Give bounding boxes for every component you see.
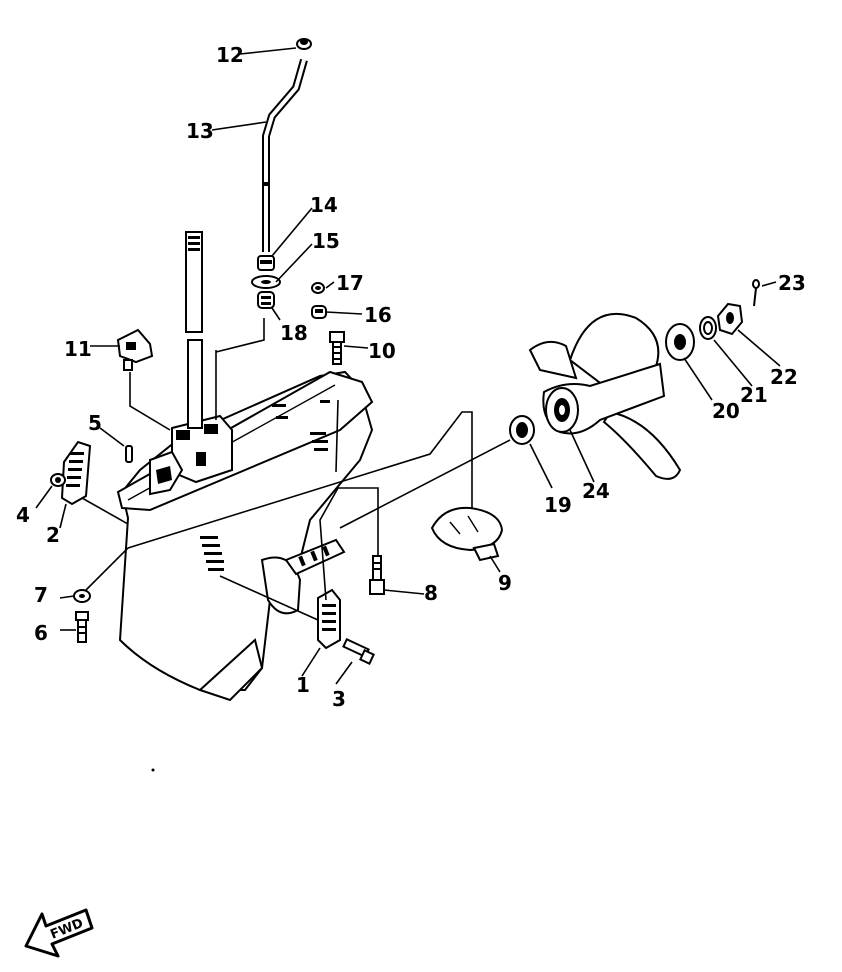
cover-plate xyxy=(430,506,504,562)
callout-13: 13 xyxy=(186,119,214,143)
shift-rod xyxy=(262,58,308,252)
drain-screw xyxy=(75,611,89,643)
forward-direction-arrow: FWD xyxy=(24,908,94,958)
spacer xyxy=(665,323,695,361)
drive-shaft xyxy=(185,231,203,429)
anode-nut xyxy=(50,473,66,487)
callout-2: 2 xyxy=(46,523,60,547)
thrust-washer xyxy=(509,415,535,445)
shift-rod-cap xyxy=(296,38,312,50)
callout-6: 6 xyxy=(34,621,48,645)
shift-rod-washer xyxy=(251,275,281,289)
housing-bolt xyxy=(369,555,385,595)
callout-12: 12 xyxy=(216,43,244,67)
callout-3: 3 xyxy=(332,687,346,711)
anode-bolt xyxy=(342,637,375,665)
propeller-shaft xyxy=(284,538,346,576)
callout-11: 11 xyxy=(64,337,92,361)
callout-5: 5 xyxy=(88,411,102,435)
lower-unit-housing xyxy=(116,370,374,702)
water-pump-bolt xyxy=(329,331,345,365)
callout-9: 9 xyxy=(498,571,512,595)
lower-anode xyxy=(317,588,341,650)
callout-24: 24 xyxy=(582,479,610,503)
shift-rod-bushing xyxy=(257,255,275,271)
trim-tab-anode xyxy=(60,440,92,506)
shift-rod-grommet xyxy=(311,305,327,319)
callout-22: 22 xyxy=(770,365,798,389)
propeller-nut xyxy=(716,302,744,336)
callout-labels: 1 2 3 4 5 6 7 8 9 10 11 12 13 14 15 16 1… xyxy=(16,43,806,711)
callout-14: 14 xyxy=(310,193,338,217)
cotter-pin xyxy=(752,279,760,307)
drain-washer xyxy=(73,589,91,603)
stray-mark xyxy=(151,768,155,772)
callout-7: 7 xyxy=(34,583,48,607)
callout-20: 20 xyxy=(712,399,740,423)
leader-lines xyxy=(35,47,781,685)
speedometer-pickup xyxy=(116,328,154,371)
dowel-pin xyxy=(125,445,133,463)
callout-1: 1 xyxy=(296,673,310,697)
shift-rod-o-ring xyxy=(311,282,325,294)
callout-17: 17 xyxy=(336,271,364,295)
callout-18: 18 xyxy=(280,321,308,345)
propeller xyxy=(528,312,682,480)
callout-16: 16 xyxy=(364,303,392,327)
callout-19: 19 xyxy=(544,493,572,517)
shift-rod-seal xyxy=(257,291,275,309)
callout-21: 21 xyxy=(740,383,768,407)
callout-10: 10 xyxy=(368,339,396,363)
callout-4: 4 xyxy=(16,503,30,527)
callout-8: 8 xyxy=(424,581,438,605)
propeller-washer xyxy=(699,316,717,340)
callout-15: 15 xyxy=(312,229,340,253)
callout-23: 23 xyxy=(778,271,806,295)
